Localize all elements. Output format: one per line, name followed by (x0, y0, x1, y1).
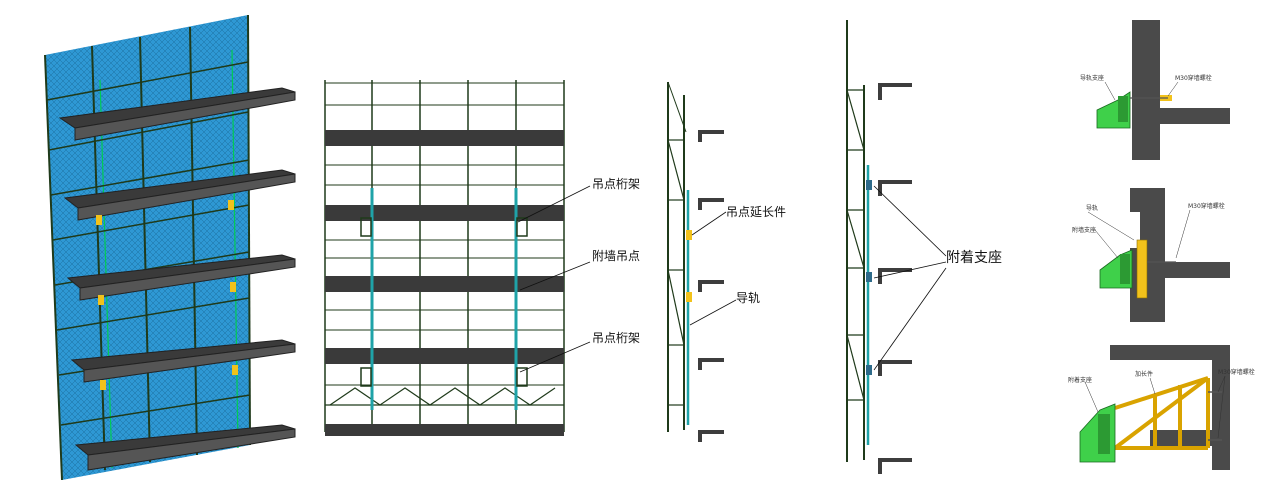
scaffold-3d-work-decks (58, 87, 296, 471)
scaffold-section-view: 吊点延长件 导轨 (667, 81, 786, 442)
detail-3: 附着支座 加长件 M30穿墙螺栓 (1068, 345, 1255, 470)
elevation-deck-5 (325, 424, 564, 436)
label-d3-mid: 加长件 (1135, 370, 1153, 378)
label-wall-point: 附墙吊点 (592, 249, 640, 263)
detail-3-yellow-truss (1113, 376, 1210, 450)
label-truss-bottom: 吊点桁架 (592, 331, 640, 345)
label-extension: 吊点延长件 (726, 205, 786, 219)
support-brackets (866, 180, 872, 375)
scaffold-elevation-view: 吊点桁架 附墙吊点 吊点桁架 (324, 80, 640, 436)
elevation-bottom-truss (325, 387, 564, 406)
mesh-panel (45, 15, 250, 480)
detail-1-wall (1132, 20, 1160, 160)
elevation-guide-rails (370, 188, 518, 410)
elevation-deck-2 (325, 205, 564, 221)
elevation-deck-4 (325, 348, 564, 364)
scaffold-support-view: 附着支座 (846, 20, 1002, 474)
label-guide-rail: 导轨 (736, 291, 760, 305)
section-leader-lines (689, 211, 737, 326)
detail-3-wall (1110, 345, 1230, 470)
connection-details: 导轨支座 M30穿墙螺栓 导轨 附墙支座 M30穿墙螺栓 (1068, 20, 1255, 470)
label-d2-top: 导轨 (1086, 204, 1098, 212)
elevation-ledgers (325, 82, 564, 386)
support-floor-slabs (878, 83, 912, 474)
label-d1-left: 导轨支座 (1080, 74, 1104, 82)
detail-2: 导轨 附墙支座 M30穿墙螺栓 (1072, 188, 1230, 322)
detail-1: 导轨支座 M30穿墙螺栓 (1080, 20, 1230, 160)
elevation-decks (325, 130, 564, 436)
elevation-deck-3 (325, 276, 564, 292)
detail-1-slab (1160, 108, 1230, 124)
scaffold-3d-view (44, 14, 296, 481)
detail-2-wall (1130, 188, 1230, 322)
label-truss-top: 吊点桁架 (592, 177, 640, 191)
section-floor-slabs (698, 130, 724, 442)
label-d2-right: M30穿墙螺栓 (1188, 202, 1225, 210)
elevation-deck-1 (325, 130, 564, 146)
label-support: 附着支座 (946, 250, 1002, 266)
label-d3-left: 附着支座 (1068, 376, 1092, 384)
elevation-brackets (360, 217, 528, 387)
label-d1-right: M30穿墙螺栓 (1175, 74, 1212, 82)
label-d3-right: M30穿墙螺栓 (1218, 368, 1255, 376)
elevation-leader-lines (517, 185, 591, 373)
label-d2-left: 附墙支座 (1072, 226, 1096, 234)
scaffold-3d-yellow-brackets (96, 200, 238, 390)
support-leader-lines (873, 185, 947, 371)
